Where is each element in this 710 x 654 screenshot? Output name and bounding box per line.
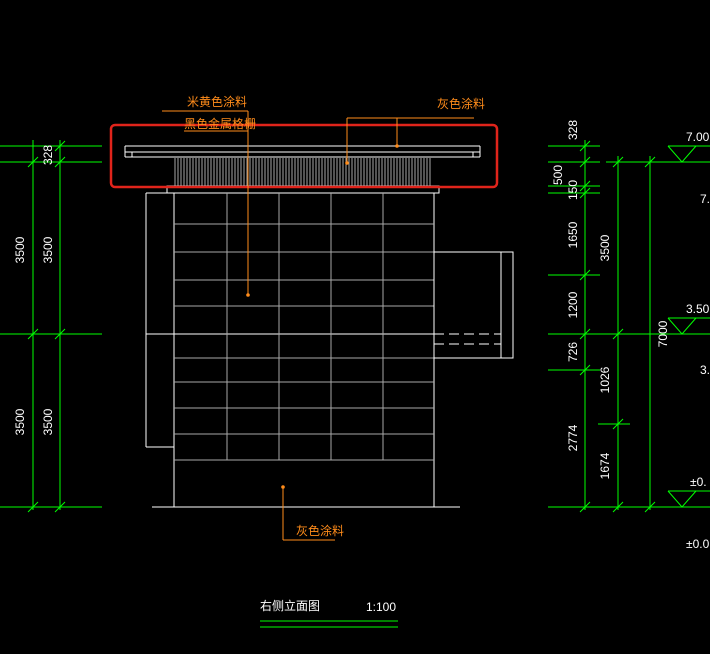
right-dimension-chain bbox=[548, 140, 710, 513]
left-dim-inner-3500-upper: 3500 bbox=[41, 236, 55, 263]
right-dim-7000: 7000 bbox=[656, 320, 670, 347]
elevation-markers bbox=[667, 145, 710, 508]
facade-grid bbox=[174, 193, 434, 461]
left-dim-outer-3500-lower: 3500 bbox=[13, 408, 27, 435]
right-dim-2774: 2774 bbox=[566, 424, 580, 451]
elevation-zero: ±0. bbox=[690, 475, 707, 489]
label-metal-grille: 黑色金属格栅 bbox=[184, 116, 256, 131]
elevation-7-00: 7.00 bbox=[686, 130, 710, 144]
elevation-7-partial: 7. bbox=[700, 192, 710, 206]
right-dim-726: 726 bbox=[566, 342, 580, 362]
right-dim-1650: 1650 bbox=[566, 221, 580, 248]
elevation-3-partial: 3. bbox=[700, 363, 710, 377]
right-dim-500: 500 bbox=[551, 165, 565, 185]
right-dim-1200: 1200 bbox=[566, 291, 580, 318]
elevation-3-50: 3.50 bbox=[686, 302, 710, 316]
label-grey-paint-bottom: 灰色涂料 bbox=[296, 523, 344, 538]
right-dim-1674: 1674 bbox=[598, 452, 612, 479]
leaders bbox=[162, 110, 474, 541]
label-grey-paint-top: 灰色涂料 bbox=[437, 96, 485, 111]
left-dim-outer-3500-upper: 3500 bbox=[13, 236, 27, 263]
title-underline bbox=[260, 620, 398, 628]
left-dim-328: 328 bbox=[41, 145, 55, 165]
drawing-title: 右侧立面图 bbox=[260, 598, 320, 613]
right-dim-328: 328 bbox=[566, 120, 580, 140]
left-dimension-chain bbox=[0, 140, 102, 513]
right-dim-1026: 1026 bbox=[598, 366, 612, 393]
parapet bbox=[124, 145, 481, 158]
side-box bbox=[433, 251, 514, 359]
right-dim-150: 150 bbox=[566, 180, 580, 200]
drawing-scale: 1:100 bbox=[366, 600, 396, 614]
right-dim-3500: 3500 bbox=[598, 234, 612, 261]
label-cream-paint: 米黄色涂料 bbox=[187, 94, 247, 109]
elevation-zero-partial: ±0.0 bbox=[686, 537, 710, 551]
highlight-box bbox=[109, 123, 499, 189]
left-dim-inner-3500-lower: 3500 bbox=[41, 408, 55, 435]
metal-grille bbox=[174, 158, 431, 186]
leader-dots bbox=[246, 144, 399, 489]
